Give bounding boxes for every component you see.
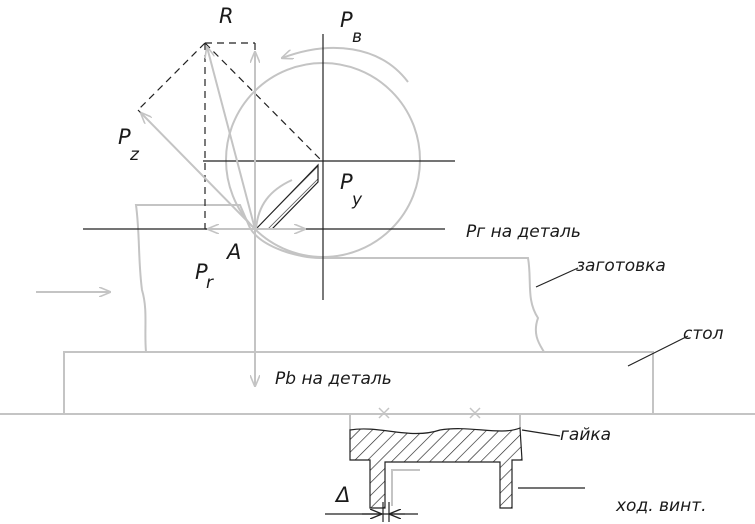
- nut-assembly: [349, 407, 523, 509]
- label-Pv: P: [340, 8, 353, 32]
- nut-body: [349, 427, 523, 509]
- nut-leader: [521, 429, 561, 437]
- rotation-arrow: [282, 46, 409, 83]
- annotation-pv-on-part: Pb на деталь: [275, 369, 392, 389]
- label-Pr-sub: r: [206, 273, 214, 293]
- label-Pr: P: [195, 260, 208, 284]
- table-leader: [627, 335, 689, 367]
- annotation-lead-screw: ход. винт.: [615, 496, 707, 516]
- tooth-back: [255, 179, 293, 230]
- workpiece-leader: [535, 267, 579, 288]
- label-Py-sub: y: [351, 190, 363, 210]
- cutting-tooth: [254, 163, 319, 230]
- label-Pv-sub: в: [352, 27, 362, 47]
- nut-mark-1: [378, 407, 390, 419]
- annotation-nut: гайка: [560, 425, 611, 445]
- annotation-workpiece: заготовка: [576, 256, 666, 276]
- label-Pz: P: [118, 125, 131, 149]
- nut-mark-2: [469, 407, 481, 419]
- resultant-force-arrow: [207, 47, 256, 230]
- label-Py: P: [340, 170, 353, 194]
- pz-force-arrow: [141, 113, 256, 230]
- label-delta: Δ: [334, 483, 350, 507]
- label-A: A: [225, 240, 241, 264]
- workpiece-outline: [134, 204, 545, 353]
- label-R: R: [219, 4, 234, 28]
- table-outline: [63, 351, 654, 414]
- label-Pz-sub: z: [129, 145, 140, 165]
- annotation-table: стол: [683, 324, 724, 344]
- annotation-pr-on-part: Pг на деталь: [466, 222, 581, 242]
